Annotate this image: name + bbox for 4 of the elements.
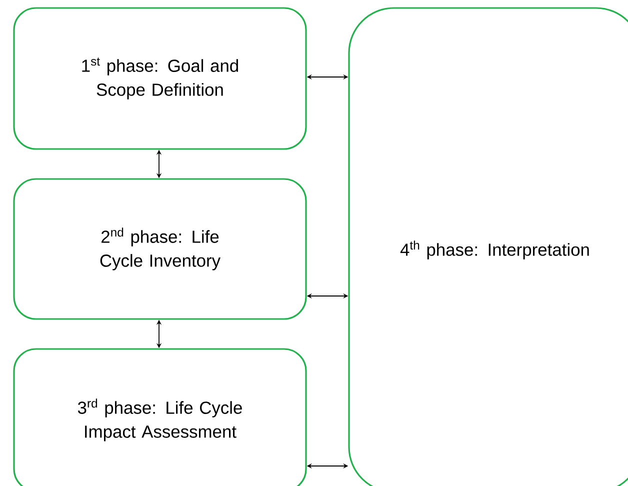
phase-box: 1$^{st}$ phase: Goal and Scope Definition [13, 7, 307, 150]
phase-box: 4$^{th}$ phase: Interpretation [348, 7, 628, 486]
phase-box: 3$^{rd}$ phase: Life Cycle Impact Assessment [13, 348, 307, 486]
phase-box: 2$^{nd}$ phase: Life Cycle Inventory [13, 178, 307, 320]
